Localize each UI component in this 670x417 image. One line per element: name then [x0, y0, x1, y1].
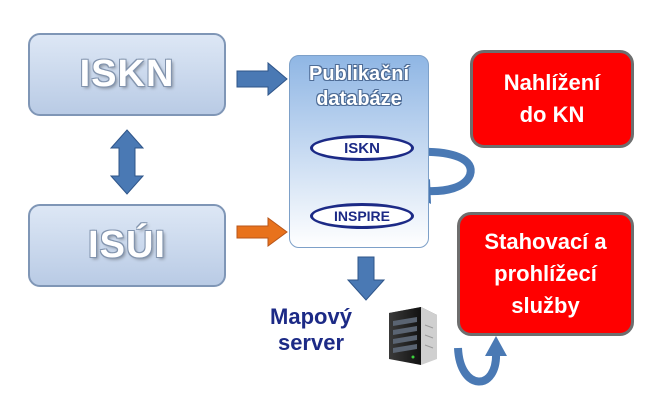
database-title-line1: Publikační	[308, 63, 410, 85]
nahlizeni-line2: do KN	[519, 102, 585, 127]
map-server-line2: server	[277, 330, 345, 355]
iskn-box: ISKN	[28, 33, 226, 116]
database-iskn-label: ISKN	[344, 139, 380, 157]
stahovaci-line2: prohlížecí	[494, 261, 597, 286]
iskn-label: ISKN	[79, 53, 175, 95]
uturn-arrow-server-to-services	[454, 347, 501, 386]
database-inspire-pill: INSPIRE	[310, 203, 414, 229]
database-title: Publikační databáze	[309, 62, 409, 112]
arrow-database-to-server	[346, 256, 386, 301]
uturn-arrow-head	[485, 336, 507, 356]
double-arrow-iskn-isui	[109, 129, 145, 195]
arrow-isui-to-database	[236, 217, 288, 247]
stahovaci-line1: Stahovací a	[484, 229, 607, 254]
map-server-label: Mapový server	[250, 304, 372, 356]
nahlizeni-box: Nahlížení do KN	[470, 50, 634, 148]
database-inspire-label: INSPIRE	[333, 208, 390, 224]
arrow-iskn-to-database	[236, 61, 288, 97]
stahovaci-line3: služby	[511, 293, 580, 318]
loop-arrow-iskn-to-inspire	[411, 147, 475, 196]
database-iskn-pill: ISKN	[310, 135, 414, 161]
map-server-line1: Mapový	[270, 304, 352, 329]
stahovaci-box: Stahovací a prohlížecí služby	[457, 212, 634, 336]
database-title-line2: databáze	[316, 88, 402, 110]
isui-box: ISÚI	[28, 204, 226, 287]
server-icon	[389, 307, 437, 365]
nahlizeni-line1: Nahlížení	[503, 70, 601, 95]
isui-label: ISÚI	[88, 224, 166, 266]
